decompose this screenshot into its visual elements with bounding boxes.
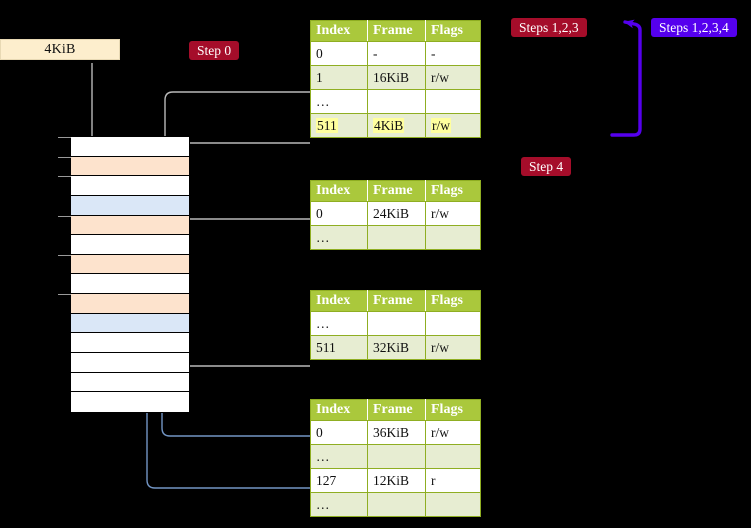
table-cell-index: 127 bbox=[310, 468, 368, 493]
table-cell-flags: r/w bbox=[425, 420, 481, 445]
table-cell-index: 1 bbox=[310, 65, 368, 90]
column-header-index: Index bbox=[310, 290, 368, 312]
table-cell-index: … bbox=[310, 444, 368, 469]
column-header-index: Index bbox=[310, 20, 368, 42]
table-cell-frame: 12KiB bbox=[367, 468, 426, 493]
table-cell-flags bbox=[425, 311, 481, 336]
column-header-flags: Flags bbox=[425, 180, 481, 202]
table-cell-frame: 16KiB bbox=[367, 65, 426, 90]
column-header-flags: Flags bbox=[425, 20, 481, 42]
table-cell-frame bbox=[367, 492, 426, 517]
badge-step-4: Step 4 bbox=[521, 157, 572, 176]
memory-frame-row bbox=[71, 392, 189, 412]
column-header-index: Index bbox=[310, 180, 368, 202]
table-cell-frame: 32KiB bbox=[367, 335, 426, 360]
table-row: … bbox=[310, 225, 481, 250]
table-cell-index: 511 bbox=[310, 335, 368, 360]
memory-frame-row bbox=[71, 156, 189, 177]
highlighted-value: r/w bbox=[431, 117, 451, 133]
memory-frame-row bbox=[71, 137, 189, 157]
table-row: 0-- bbox=[310, 41, 481, 66]
violet-step-arrow bbox=[610, 19, 642, 137]
memory-frame-row bbox=[71, 353, 189, 373]
table-cell-frame bbox=[367, 311, 426, 336]
memory-frame-row bbox=[71, 294, 189, 314]
memory-frame-row bbox=[71, 313, 189, 334]
memory-frame-row bbox=[71, 254, 189, 275]
table-cell-frame bbox=[367, 89, 426, 114]
highlighted-value: 511 bbox=[316, 117, 338, 133]
table-cell-frame bbox=[367, 444, 426, 469]
column-header-frame: Frame bbox=[367, 20, 426, 42]
badge-steps-1-2-3: Steps 1,2,3 bbox=[511, 18, 587, 37]
memory-boundary-tick bbox=[58, 156, 71, 158]
highlighted-value: 4KiB bbox=[373, 117, 405, 133]
table-cell-flags: r/w bbox=[425, 201, 481, 226]
table-row: 511 4KiB r/w bbox=[310, 113, 481, 138]
table-cell-flags: r/w bbox=[425, 113, 481, 138]
column-header-flags: Flags bbox=[425, 290, 481, 312]
table-cell-index: … bbox=[310, 492, 368, 517]
memory-boundary-tick bbox=[58, 176, 71, 178]
memory-boundary-tick bbox=[58, 294, 71, 296]
memory-boundary-tick bbox=[58, 254, 71, 256]
physical-memory-column bbox=[70, 136, 190, 413]
badge-steps-1-2-3-4: Steps 1,2,3,4 bbox=[651, 18, 737, 37]
table-row: … bbox=[310, 444, 481, 469]
badge-step-0: Step 0 bbox=[189, 41, 240, 60]
column-header-frame: Frame bbox=[367, 180, 426, 202]
table-cell-flags: r bbox=[425, 468, 481, 493]
table-cell-flags bbox=[425, 225, 481, 250]
table-cell-flags: r/w bbox=[425, 335, 481, 360]
memory-frame-row bbox=[71, 274, 189, 295]
memory-frame-row bbox=[71, 372, 189, 393]
memory-boundary-tick bbox=[58, 137, 71, 138]
table-cell-index: … bbox=[310, 311, 368, 336]
table-cell-index: 511 bbox=[310, 113, 368, 138]
size-label-4kib: 4KiB bbox=[0, 39, 120, 60]
table-cell-frame: 4KiB bbox=[367, 113, 426, 138]
table-row: … bbox=[310, 492, 481, 517]
table-cell-frame: - bbox=[367, 41, 426, 66]
memory-boundary-tick bbox=[58, 215, 71, 217]
column-header-index: Index bbox=[310, 399, 368, 421]
memory-frame-row bbox=[71, 176, 189, 196]
table-cell-flags: r/w bbox=[425, 65, 481, 90]
table-cell-flags: - bbox=[425, 41, 481, 66]
table-cell-index: 0 bbox=[310, 420, 368, 445]
table-cell-index: … bbox=[310, 225, 368, 250]
memory-frame-row bbox=[71, 215, 189, 236]
table-cell-index: … bbox=[310, 89, 368, 114]
table-cell-frame bbox=[367, 225, 426, 250]
memory-frame-row bbox=[71, 195, 189, 216]
table-cell-frame: 24KiB bbox=[367, 201, 426, 226]
memory-frame-row bbox=[71, 333, 189, 354]
table-cell-index: 0 bbox=[310, 41, 368, 66]
table-row: … bbox=[310, 89, 481, 114]
column-header-flags: Flags bbox=[425, 399, 481, 421]
table-row: … bbox=[310, 311, 481, 336]
table-cell-frame: 36KiB bbox=[367, 420, 426, 445]
column-header-frame: Frame bbox=[367, 399, 426, 421]
column-header-frame: Frame bbox=[367, 290, 426, 312]
table-cell-flags bbox=[425, 444, 481, 469]
table-cell-flags bbox=[425, 89, 481, 114]
memory-frame-row bbox=[71, 235, 189, 255]
table-cell-flags bbox=[425, 492, 481, 517]
table-cell-index: 0 bbox=[310, 201, 368, 226]
